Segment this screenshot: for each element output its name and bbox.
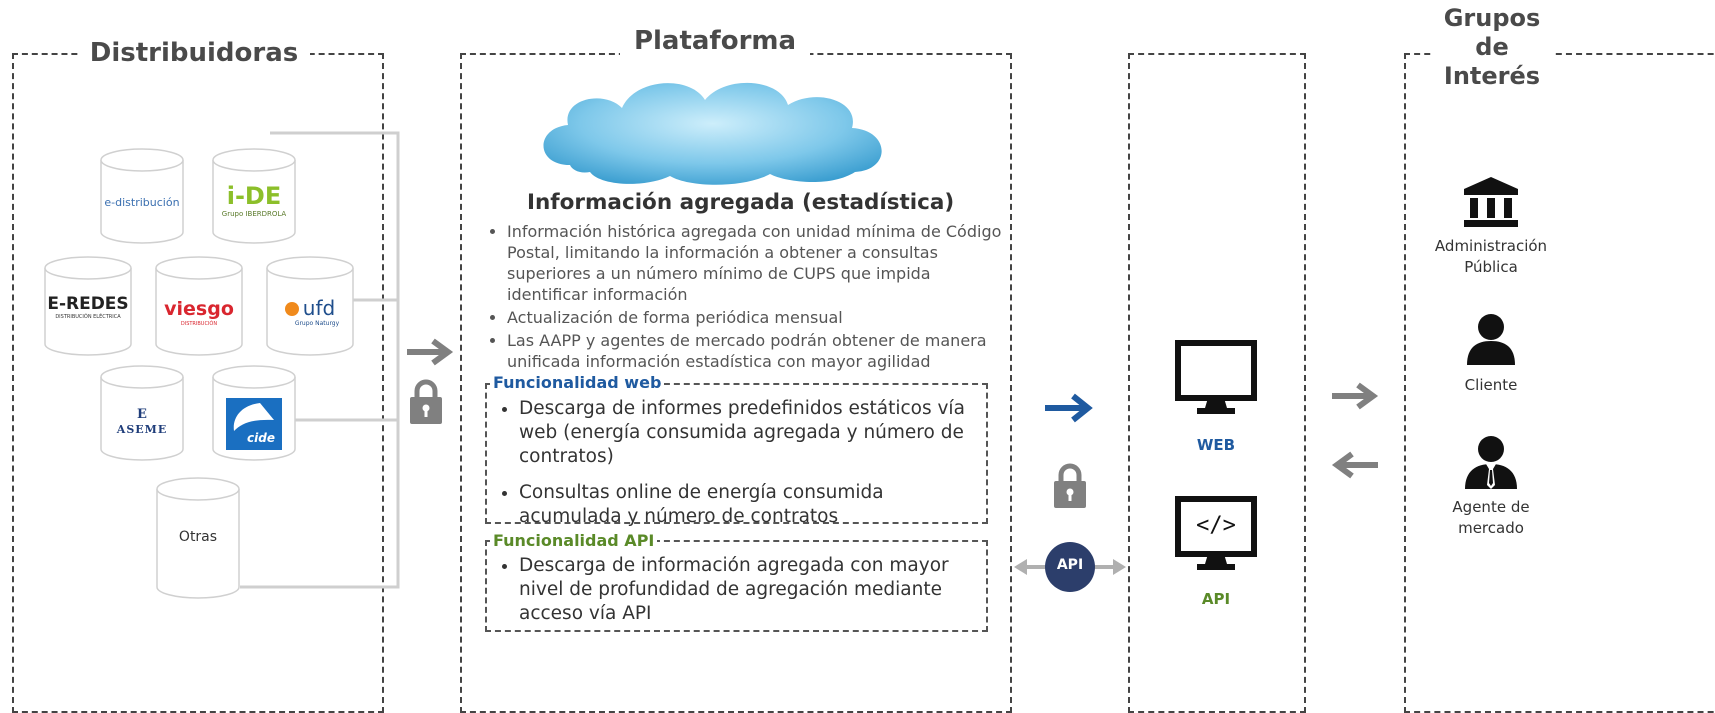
ufd-label: ufd <box>302 296 336 320</box>
grupos-title-line: Interés <box>1443 62 1541 90</box>
agente-label: Agente de mercado <box>1420 497 1562 539</box>
blue-arrow-right-icon <box>1045 393 1093 423</box>
code-icon: </> <box>1196 513 1236 538</box>
logo-cide: cide <box>212 365 296 461</box>
cide-label: cide <box>247 431 275 445</box>
plataforma-title: Plataforma <box>620 26 810 56</box>
label-line: Agente de <box>1452 498 1530 516</box>
label-line: Pública <box>1464 258 1518 276</box>
logo-e-redes: E-REDES DISTRIBUCIÓN ELÉCTRICA <box>44 256 132 356</box>
cloud-icon <box>543 82 882 185</box>
web-bullet: Descarga de informes predefinidos estáti… <box>519 397 977 469</box>
web-section-bullets: Descarga de informes predefinidos estáti… <box>497 397 977 541</box>
arrow-left-icon <box>1331 451 1378 479</box>
e-redes-sub: DISTRIBUCIÓN ELÉCTRICA <box>55 314 121 320</box>
platform-bullet: Información histórica agregada con unida… <box>507 221 1010 305</box>
logo-ufd: ufd Grupo Naturgy <box>266 256 354 356</box>
api-section-title: Funcionalidad API <box>490 531 658 550</box>
i-de-sub: Grupo IBERDROLA <box>221 210 287 218</box>
viesgo-label: viesgo <box>164 298 234 320</box>
web-bullet: Consultas online de energía consumida ac… <box>519 481 977 529</box>
label-line: mercado <box>1458 519 1524 537</box>
platform-bullet: Actualización de forma periódica mensual <box>507 307 1010 328</box>
web-label: WEB <box>1196 436 1236 454</box>
logo-viesgo: viesgo DISTRIBUCIÓN <box>155 256 243 356</box>
cliente-label: Cliente <box>1420 375 1562 396</box>
business-person-icon <box>1465 436 1517 489</box>
lock-icon <box>1054 463 1086 508</box>
lock-icon <box>410 379 442 424</box>
person-icon <box>1467 314 1515 365</box>
web-section-box <box>485 383 988 524</box>
logo-aseme: E ASEME <box>100 365 184 461</box>
administracion-label: Administración Pública <box>1420 236 1562 278</box>
arrow-right-icon <box>407 338 454 366</box>
api-section-box <box>485 540 988 632</box>
grupos-title-line: de <box>1475 33 1509 61</box>
api-label: API <box>1201 590 1231 608</box>
web-section-title: Funcionalidad web <box>490 373 665 392</box>
arrow-right-icon <box>1332 382 1379 410</box>
platform-heading: Información agregada (estadística) <box>527 190 955 215</box>
viesgo-sub: DISTRIBUCIÓN <box>180 321 218 327</box>
grupos-title: Grupos de Interés <box>1432 4 1552 91</box>
api-badge <box>1045 542 1095 592</box>
grupos-title-line: Grupos <box>1443 4 1541 32</box>
api-section-bullets: Descarga de información agregada con may… <box>497 554 977 638</box>
logo-e-distribucion: e-distribución <box>100 148 184 244</box>
api-monitor-icon <box>1175 496 1257 570</box>
e-distribucion-label: e-distribución <box>104 196 180 209</box>
i-de-label: i-DE <box>226 182 282 210</box>
logo-i-de: i-DE Grupo IBERDROLA <box>212 148 296 244</box>
e-redes-label: E-REDES <box>47 294 129 314</box>
label-line: Cliente <box>1464 376 1518 394</box>
label-line: Administración <box>1434 237 1548 255</box>
logo-otras: Otras <box>156 477 240 599</box>
government-building-icon <box>1464 177 1518 227</box>
aseme-mark: E <box>137 407 147 422</box>
api-bullet: Descarga de información agregada con may… <box>519 554 977 626</box>
distribuidoras-title: Distribuidoras <box>78 38 310 68</box>
web-monitor-icon <box>1175 340 1257 414</box>
platform-bullets: Información histórica agregada con unida… <box>485 221 1010 374</box>
ufd-sub: Grupo Naturgy <box>294 320 340 327</box>
platform-bullet: Las AAPP y agentes de mercado podrán obt… <box>507 330 1010 372</box>
aseme-label: ASEME <box>116 423 168 436</box>
api-badge-label: API <box>1056 557 1084 573</box>
otras-label: Otras <box>178 529 218 545</box>
